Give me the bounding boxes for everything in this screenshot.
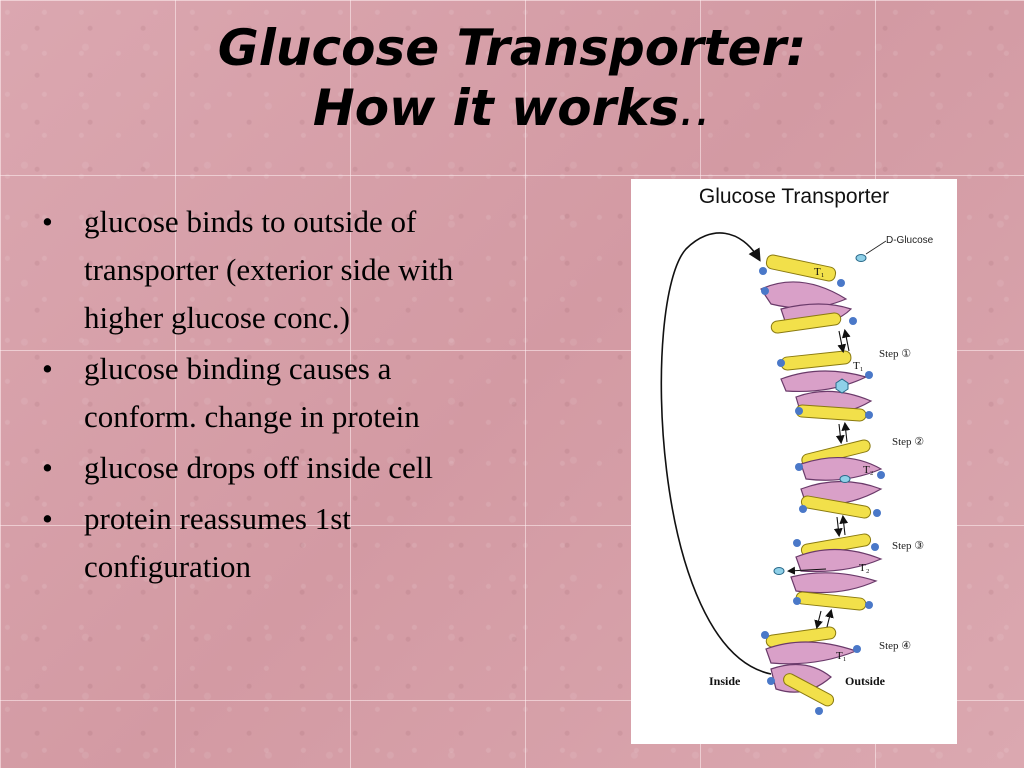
bullet-marker: • [42,351,53,386]
transporter-state-5 [761,626,861,715]
title-line-2-text: How it works [312,79,680,137]
glucose-label: D-Glucose [886,235,934,246]
bullet-marker: • [42,204,53,239]
state-label-3: T₂ [863,464,874,476]
bullet-item-2: • glucose binding causes a conform. chang… [38,345,488,441]
state-label-1: T₁ [814,266,825,278]
slide-title: Glucose Transporter: How it works.. [0,18,1024,138]
transporter-state-4 [773,533,883,611]
transporter-diagram: D-Glucose T₁ T₁ [660,232,934,715]
state-label-4: T₂ [859,562,870,574]
transporter-state-3 [795,439,885,519]
bullet-text-2: glucose binding causes a conform. change… [84,351,420,434]
step-label-1: Step ① [879,348,911,360]
title-dots: .. [679,79,712,137]
bullet-text-3: glucose drops off inside cell [84,450,433,485]
glucose-pointer [865,240,887,255]
glucose-transporter-figure: D-Glucose T₁ T₁ [631,179,957,744]
bullet-marker: • [42,450,53,485]
bullet-marker: • [42,501,53,536]
state-label-5: T₁ [836,650,847,662]
title-line-2: How it works.. [0,78,1024,138]
figure-title: Glucose Transporter [698,185,890,208]
glucose-molecule-top [855,254,867,262]
step-label-4: Step ④ [879,640,911,652]
transporter-state-2 [777,350,873,422]
bullet-item-3: • glucose drops off inside cell [38,444,488,492]
outside-label: Outside [845,674,886,688]
title-line-1: Glucose Transporter: [217,19,807,77]
transporter-state-1 [759,254,857,334]
bullet-text-4: protein reassumes 1st configuration [84,501,351,584]
cycle-arrow [660,232,772,675]
equilibrium-arrows [814,328,851,630]
step-label-2: Step ② [892,436,924,448]
inside-label: Inside [709,674,741,688]
state-label-2: T₁ [853,360,864,372]
bullet-item-1: • glucose binds to outside of transporte… [38,198,488,342]
bullet-list: • glucose binds to outside of transporte… [38,198,488,594]
step-label-3: Step ③ [892,540,924,552]
bullet-text-1: glucose binds to outside of transporter … [84,204,454,335]
bullet-item-4: • protein reassumes 1st configuration [38,495,488,591]
